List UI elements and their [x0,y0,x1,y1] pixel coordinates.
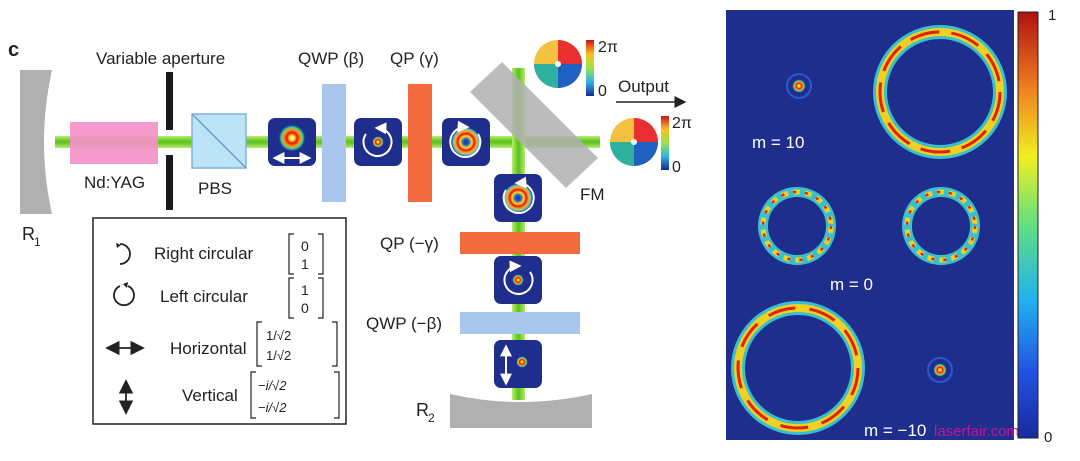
mode-m10-ring [873,25,1007,159]
phase-scale-top-min: 0 [598,83,607,100]
label-qwp-neg-beta: QWP (−β) [366,314,442,333]
qp-gamma-plate [408,84,432,202]
right-circular-arrowhead [116,243,121,248]
label-r2: R [416,400,429,420]
vector-left-circular-bottom: 0 [301,300,309,316]
label-r1-sub: 1 [34,235,41,249]
watermark-text: laserfair.com [934,423,1019,440]
legend-label-right-circular: Right circular [154,244,254,263]
pbs-diagonal [191,113,247,169]
colorbar-max: 1 [1048,7,1056,24]
vector-vertical: −i/√2 −i/√2 [250,371,340,419]
label-qwp-beta: QWP (β) [298,49,364,68]
mode-m-neg10-spot [927,357,953,383]
vector-horizontal-top: 1/√2 [266,328,291,343]
mode-box-right-circular [354,118,402,166]
vector-vertical-bottom: −i/√2 [258,400,287,415]
phase-scale-top-max: 2π [598,39,618,56]
label-pbs: PBS [198,179,232,198]
phase-scale-right-min: 0 [672,159,681,176]
mode-box-vertical-arm-1 [494,174,542,222]
phase-scale-right-max: 2π [672,115,692,132]
label-m-zero: m = 0 [830,275,873,294]
phase-wheel-right [610,118,658,166]
qwp-beta-plate [322,84,346,202]
vector-right-circular-bottom: 1 [301,256,309,272]
legend-label-vertical: Vertical [182,386,238,405]
mirror-r2 [450,394,592,428]
vector-horizontal-bottom: 1/√2 [266,348,291,363]
qp-neg-gamma-plate [460,232,580,254]
flip-mirror-fm [470,62,598,188]
label-m-pos: m = 10 [752,133,804,152]
nd-yag-crystal [70,122,158,164]
vector-left-circular: 1 0 [288,277,324,319]
legend-box [92,217,347,425]
right-circular-icon [119,243,131,265]
aperture-top-blade [166,72,173,130]
label-r2-sub: 2 [428,411,435,425]
mirror-r1 [20,70,52,214]
label-fm: FM [580,185,605,204]
label-qp-neg-gamma: QP (−γ) [380,234,439,253]
vector-right-circular-top: 0 [301,238,309,254]
label-nd-yag: Nd:YAG [84,173,145,192]
label-output: Output [618,77,669,96]
mode-m0-ring-left [758,187,836,265]
label-variable-aperture: Variable aperture [96,49,225,68]
label-r1: R [22,224,35,244]
mode-box-donut-left [442,118,490,166]
vector-left-circular-top: 1 [301,282,309,298]
mode-m0-ring-right [902,187,980,265]
mode-box-horizontal [268,118,316,166]
legend-label-horizontal: Horizontal [170,339,247,358]
vector-right-circular: 0 1 [288,233,324,275]
mode-box-vertical-arm-2 [494,256,542,304]
phase-scale-right-bar [661,116,669,170]
intensity-colorbar [1017,11,1039,439]
left-circular-arrowhead [123,282,128,288]
intensity-panel [726,10,1014,440]
legend-label-left-circular: Left circular [160,287,248,306]
mode-box-vertical-polarization [494,340,542,388]
aperture-bottom-blade [166,155,173,210]
mode-m-neg10-ring [731,301,865,435]
label-m-neg: m = −10 [864,421,926,440]
vector-horizontal: 1/√2 1/√2 [256,321,338,367]
mode-m10-spot [786,73,812,99]
left-circular-icon [113,285,135,306]
panel-label: c [8,39,19,61]
label-qp-gamma: QP (γ) [390,49,439,68]
colorbar-min: 0 [1044,429,1052,446]
vector-vertical-top: −i/√2 [258,378,287,393]
phase-scale-top-bar [586,40,594,96]
phase-wheel-top [534,40,582,88]
qwp-neg-beta-plate [460,312,580,334]
